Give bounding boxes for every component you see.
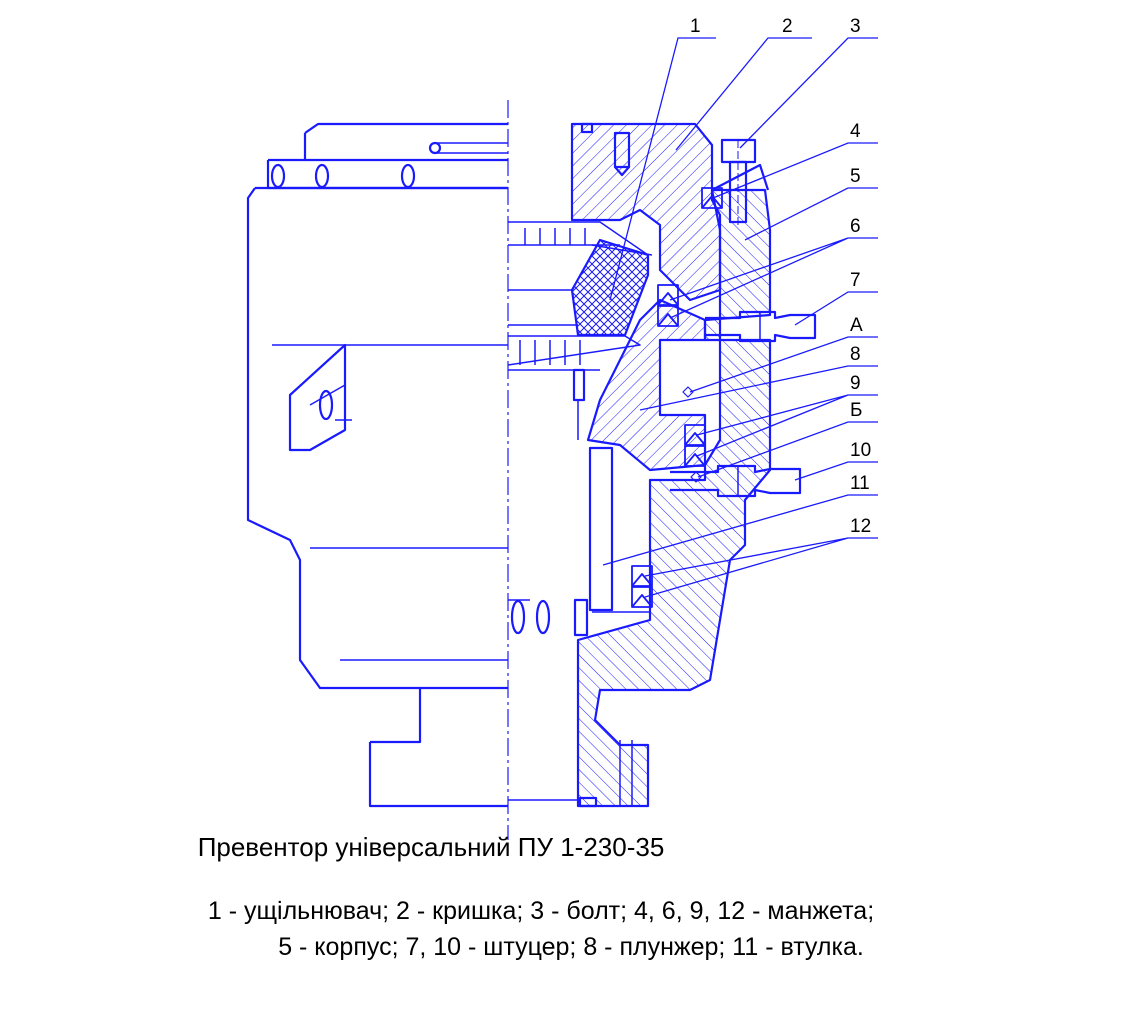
cover-part — [570, 122, 722, 302]
callout-11: 11 — [850, 473, 870, 494]
callout-a: А — [850, 315, 863, 336]
callout-12: 12 — [850, 516, 871, 537]
sleeve-part — [588, 446, 614, 612]
leader-lines — [602, 37, 878, 598]
fitting-lower — [670, 464, 802, 498]
seal-parts — [631, 187, 723, 608]
drawing-title: Превентор універсальний ПУ 1-230-35 — [197, 832, 665, 862]
legend-line-2: 5 - корпус; 7, 10 - штуцер; 8 - плунжер;… — [278, 933, 864, 961]
legend-line-1: 1 - ущільнювач; 2 - кришка; 3 - болт; 4,… — [207, 897, 875, 925]
section-view — [507, 122, 817, 808]
fitting-upper — [705, 310, 817, 343]
callout-5: 5 — [850, 166, 861, 187]
external-view — [246, 122, 551, 808]
callout-1: 1 — [690, 16, 701, 37]
callout-2: 2 — [782, 16, 793, 37]
callout-b: Б — [850, 400, 862, 421]
sealer-part — [570, 238, 650, 337]
callout-labels: 1 2 3 4 5 6 7 А 8 9 Б 10 11 12 — [690, 16, 871, 537]
plunger-part — [586, 298, 707, 472]
body-part — [576, 188, 772, 808]
callout-8: 8 — [850, 344, 861, 365]
callout-9: 9 — [850, 373, 861, 394]
callout-6: 6 — [850, 216, 861, 237]
callout-10: 10 — [850, 440, 871, 461]
callout-4: 4 — [850, 121, 861, 142]
callout-3: 3 — [850, 16, 861, 37]
callout-7: 7 — [850, 270, 861, 291]
